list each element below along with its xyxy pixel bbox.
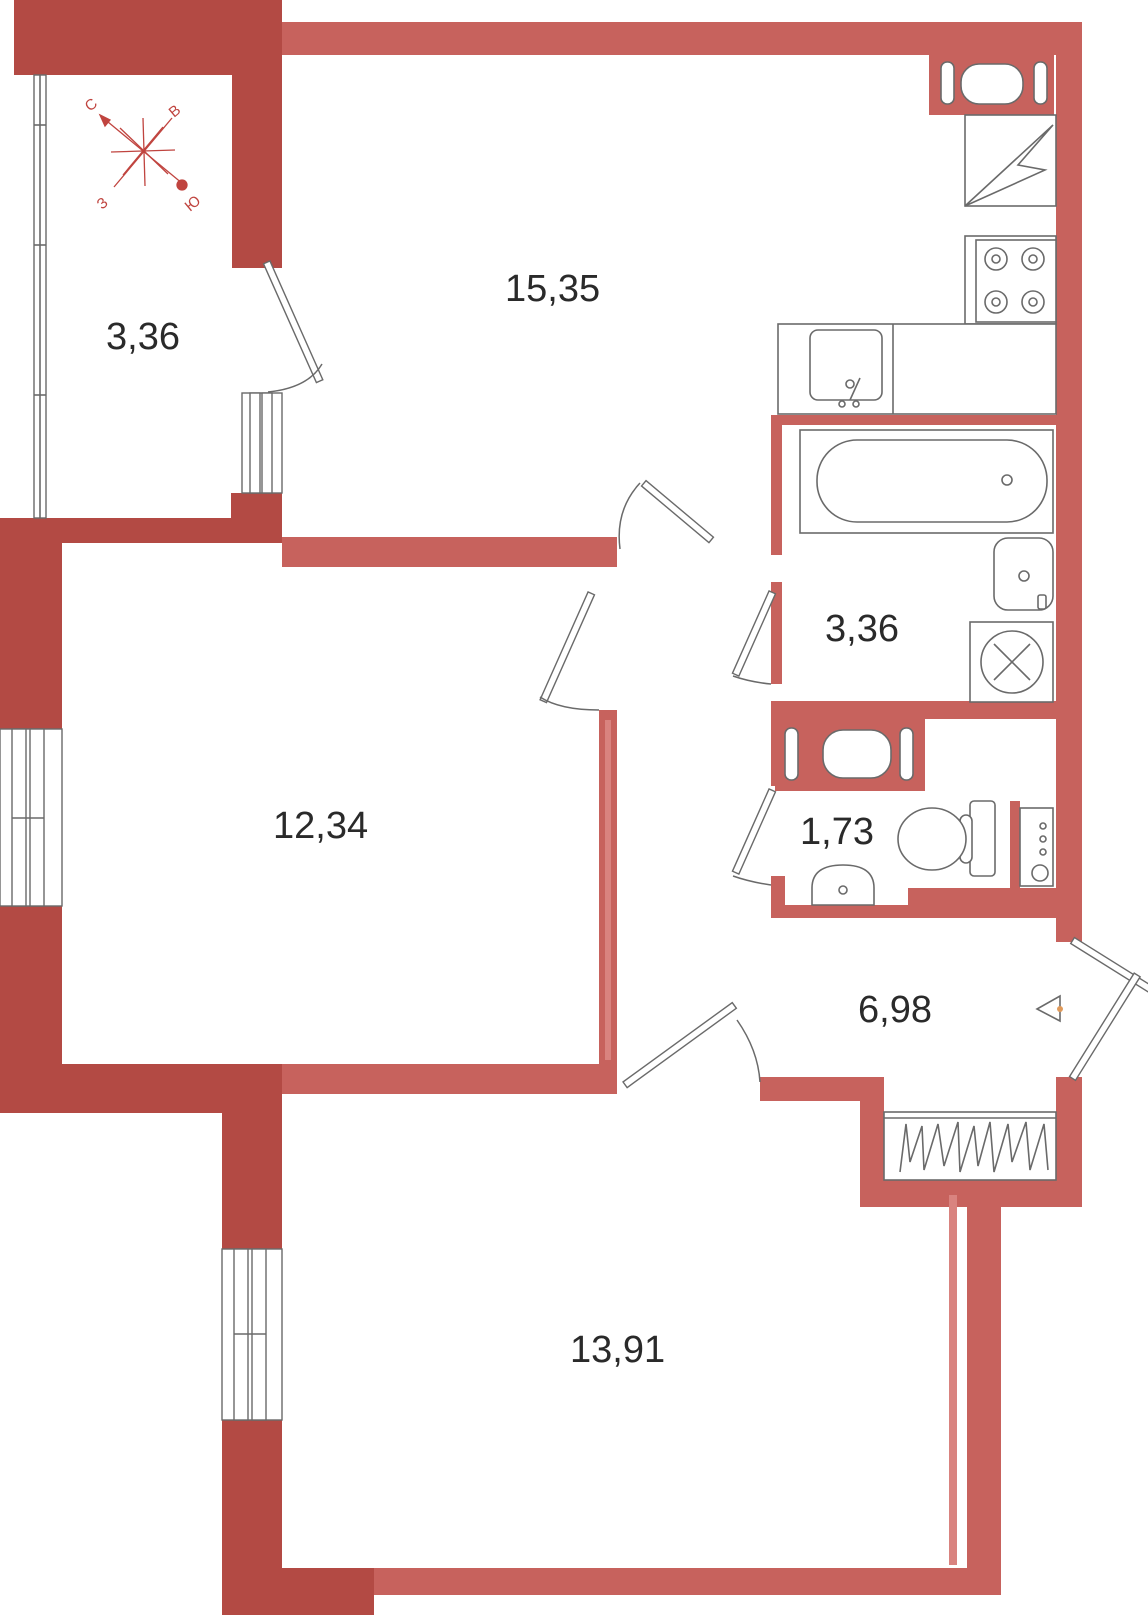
fridge-icon — [964, 114, 1057, 207]
ventilation-icon — [784, 727, 914, 781]
bathtub-icon — [799, 429, 1054, 534]
window-bedroom-left — [0, 728, 63, 907]
stove-icon — [964, 235, 1057, 325]
room-area-hallway: 6,98 — [858, 989, 932, 1031]
room-area-bedroom-left: 12,34 — [273, 805, 368, 847]
balcony-glazing — [33, 74, 47, 519]
door-balcony — [262, 260, 324, 393]
door-toilet — [731, 788, 777, 886]
balcony-door-window — [241, 392, 283, 494]
washbasin-icon — [993, 537, 1054, 611]
compass-north: С — [82, 95, 101, 115]
door-bedroom-left — [539, 591, 600, 711]
riser-icon — [1019, 807, 1054, 887]
partition-walls — [282, 22, 1082, 1595]
room-area-toilet: 1,73 — [800, 811, 874, 853]
compass-east: В — [166, 102, 185, 121]
room-area-balcony: 3,36 — [106, 316, 180, 358]
compass-south: Ю — [182, 192, 205, 215]
wardrobe-icon — [883, 1111, 1057, 1181]
door-bedroom-bottom — [622, 1001, 761, 1089]
door-entrance — [1068, 936, 1148, 1082]
structural-walls — [0, 0, 374, 1615]
washbasin-icon — [811, 864, 875, 906]
inner-wall-highlights — [605, 720, 957, 1565]
room-area-bedroom-bottom: 13,91 — [570, 1329, 665, 1371]
washing-machine-icon — [969, 621, 1054, 703]
door-bathroom — [731, 590, 777, 685]
compass-rose-icon — [98, 113, 188, 191]
window-bedroom-bottom — [221, 1248, 283, 1421]
room-area-bathroom: 3,36 — [825, 608, 899, 650]
ventilation-icon — [940, 61, 1048, 105]
room-area-kitchen-living: 15,35 — [505, 268, 600, 310]
compass-west: З — [94, 194, 112, 213]
toilet-icon — [897, 800, 996, 877]
entrance-arrow-icon — [1035, 994, 1063, 1023]
door-kitchen-hall — [618, 479, 715, 550]
sink-icon — [809, 329, 883, 408]
